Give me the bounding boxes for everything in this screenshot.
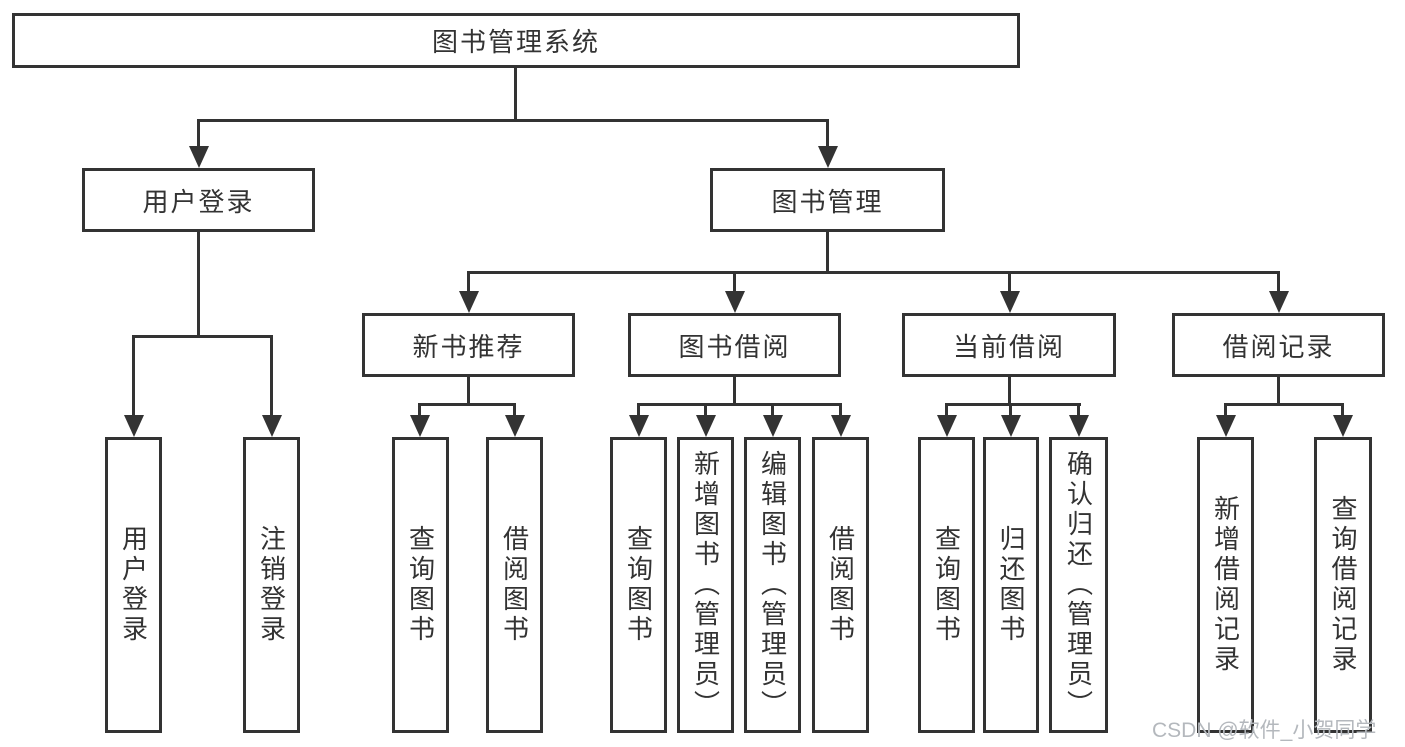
node-new-book-recommend-label: 新书推荐: [412, 331, 525, 362]
leaf-borrow-books-label: 借阅图书: [825, 525, 856, 645]
leaf-add-borrow-record-label: 新增借阅记录: [1210, 495, 1241, 675]
connector-hline: [1224, 403, 1344, 406]
node-book-management-label: 图书管理: [771, 186, 884, 217]
arrow-down: [1077, 403, 1080, 415]
leaf-logout-label: 注销登录: [256, 525, 287, 645]
arrow-down: [1009, 403, 1012, 415]
arrow-down: [132, 335, 135, 415]
leaf-query-books-current-label: 查询图书: [931, 525, 962, 645]
node-book-management: 图书管理: [710, 168, 945, 232]
connector-vline: [514, 68, 517, 121]
leaf-return-books: 归还图书: [983, 437, 1039, 733]
node-user-login: 用户登录: [82, 168, 315, 232]
connector-vline: [1008, 377, 1011, 406]
leaf-add-borrow-record: 新增借阅记录: [1197, 437, 1254, 733]
leaf-confirm-return-admin: 确认归还（管理员）: [1049, 437, 1108, 733]
arrow-down: [270, 335, 273, 415]
leaf-query-books-borrowing-label: 查询图书: [623, 525, 654, 645]
leaf-query-borrow-record: 查询借阅记录: [1314, 437, 1372, 733]
node-current-borrowing-label: 当前借阅: [952, 331, 1065, 362]
connector-hline: [467, 271, 1280, 274]
arrow-down: [1341, 403, 1344, 415]
arrow-down: [733, 271, 736, 291]
leaf-query-books-borrowing: 查询图书: [610, 437, 667, 733]
arrow-down: [197, 119, 200, 146]
leaf-add-book-admin: 新增图书（管理员）: [677, 437, 734, 733]
node-current-borrowing: 当前借阅: [902, 313, 1116, 377]
leaf-query-books-recommend-label: 查询图书: [405, 525, 436, 645]
arrow-down: [704, 403, 707, 415]
leaf-confirm-return-admin-label: 确认归还（管理员）: [1063, 450, 1094, 720]
arrow-down: [1224, 403, 1227, 415]
arrow-down: [1008, 271, 1011, 291]
leaf-logout: 注销登录: [243, 437, 300, 733]
arrow-down: [1277, 271, 1280, 291]
arrow-down: [945, 403, 948, 415]
leaf-edit-book-admin: 编辑图书（管理员）: [744, 437, 801, 733]
connector-vline: [197, 232, 200, 337]
leaf-return-books-label: 归还图书: [996, 525, 1026, 645]
connector-hline: [132, 335, 273, 338]
leaf-add-book-admin-label: 新增图书（管理员）: [690, 450, 721, 720]
node-system-label: 图书管理系统: [431, 27, 600, 57]
leaf-borrow-books-recommend-label: 借阅图书: [499, 525, 530, 645]
arrow-down: [418, 403, 421, 415]
connector-vline: [826, 232, 829, 274]
arrow-down: [771, 403, 774, 415]
connector-vline: [467, 377, 470, 406]
connector-hline: [197, 119, 829, 122]
node-borrowing-records-label: 借阅记录: [1222, 331, 1335, 362]
node-new-book-recommend: 新书推荐: [362, 313, 575, 377]
arrow-down: [826, 119, 829, 146]
node-system: 图书管理系统: [12, 13, 1020, 68]
connector-hline: [418, 403, 516, 406]
node-book-borrowing-label: 图书借阅: [678, 331, 791, 362]
leaf-query-books-recommend: 查询图书: [392, 437, 449, 733]
connector-hline: [945, 403, 1081, 406]
arrow-down: [839, 403, 842, 415]
leaf-edit-book-admin-label: 编辑图书（管理员）: [757, 450, 788, 720]
leaf-user-login: 用户登录: [105, 437, 162, 733]
connector-hline: [637, 403, 842, 406]
node-borrowing-records: 借阅记录: [1172, 313, 1385, 377]
leaf-query-books-current: 查询图书: [918, 437, 975, 733]
node-book-borrowing: 图书借阅: [628, 313, 841, 377]
connector-vline: [1277, 377, 1280, 406]
node-user-login-label: 用户登录: [142, 186, 255, 217]
leaf-borrow-books: 借阅图书: [812, 437, 869, 733]
leaf-borrow-books-recommend: 借阅图书: [486, 437, 543, 733]
leaf-user-login-label: 用户登录: [118, 525, 149, 645]
arrow-down: [467, 271, 470, 291]
arrow-down: [637, 403, 640, 415]
connector-vline: [733, 377, 736, 406]
csdn-watermark: CSDN @软件_小贺同学: [1152, 719, 1377, 742]
arrow-down: [513, 403, 516, 415]
leaf-query-borrow-record-label: 查询借阅记录: [1328, 495, 1358, 675]
